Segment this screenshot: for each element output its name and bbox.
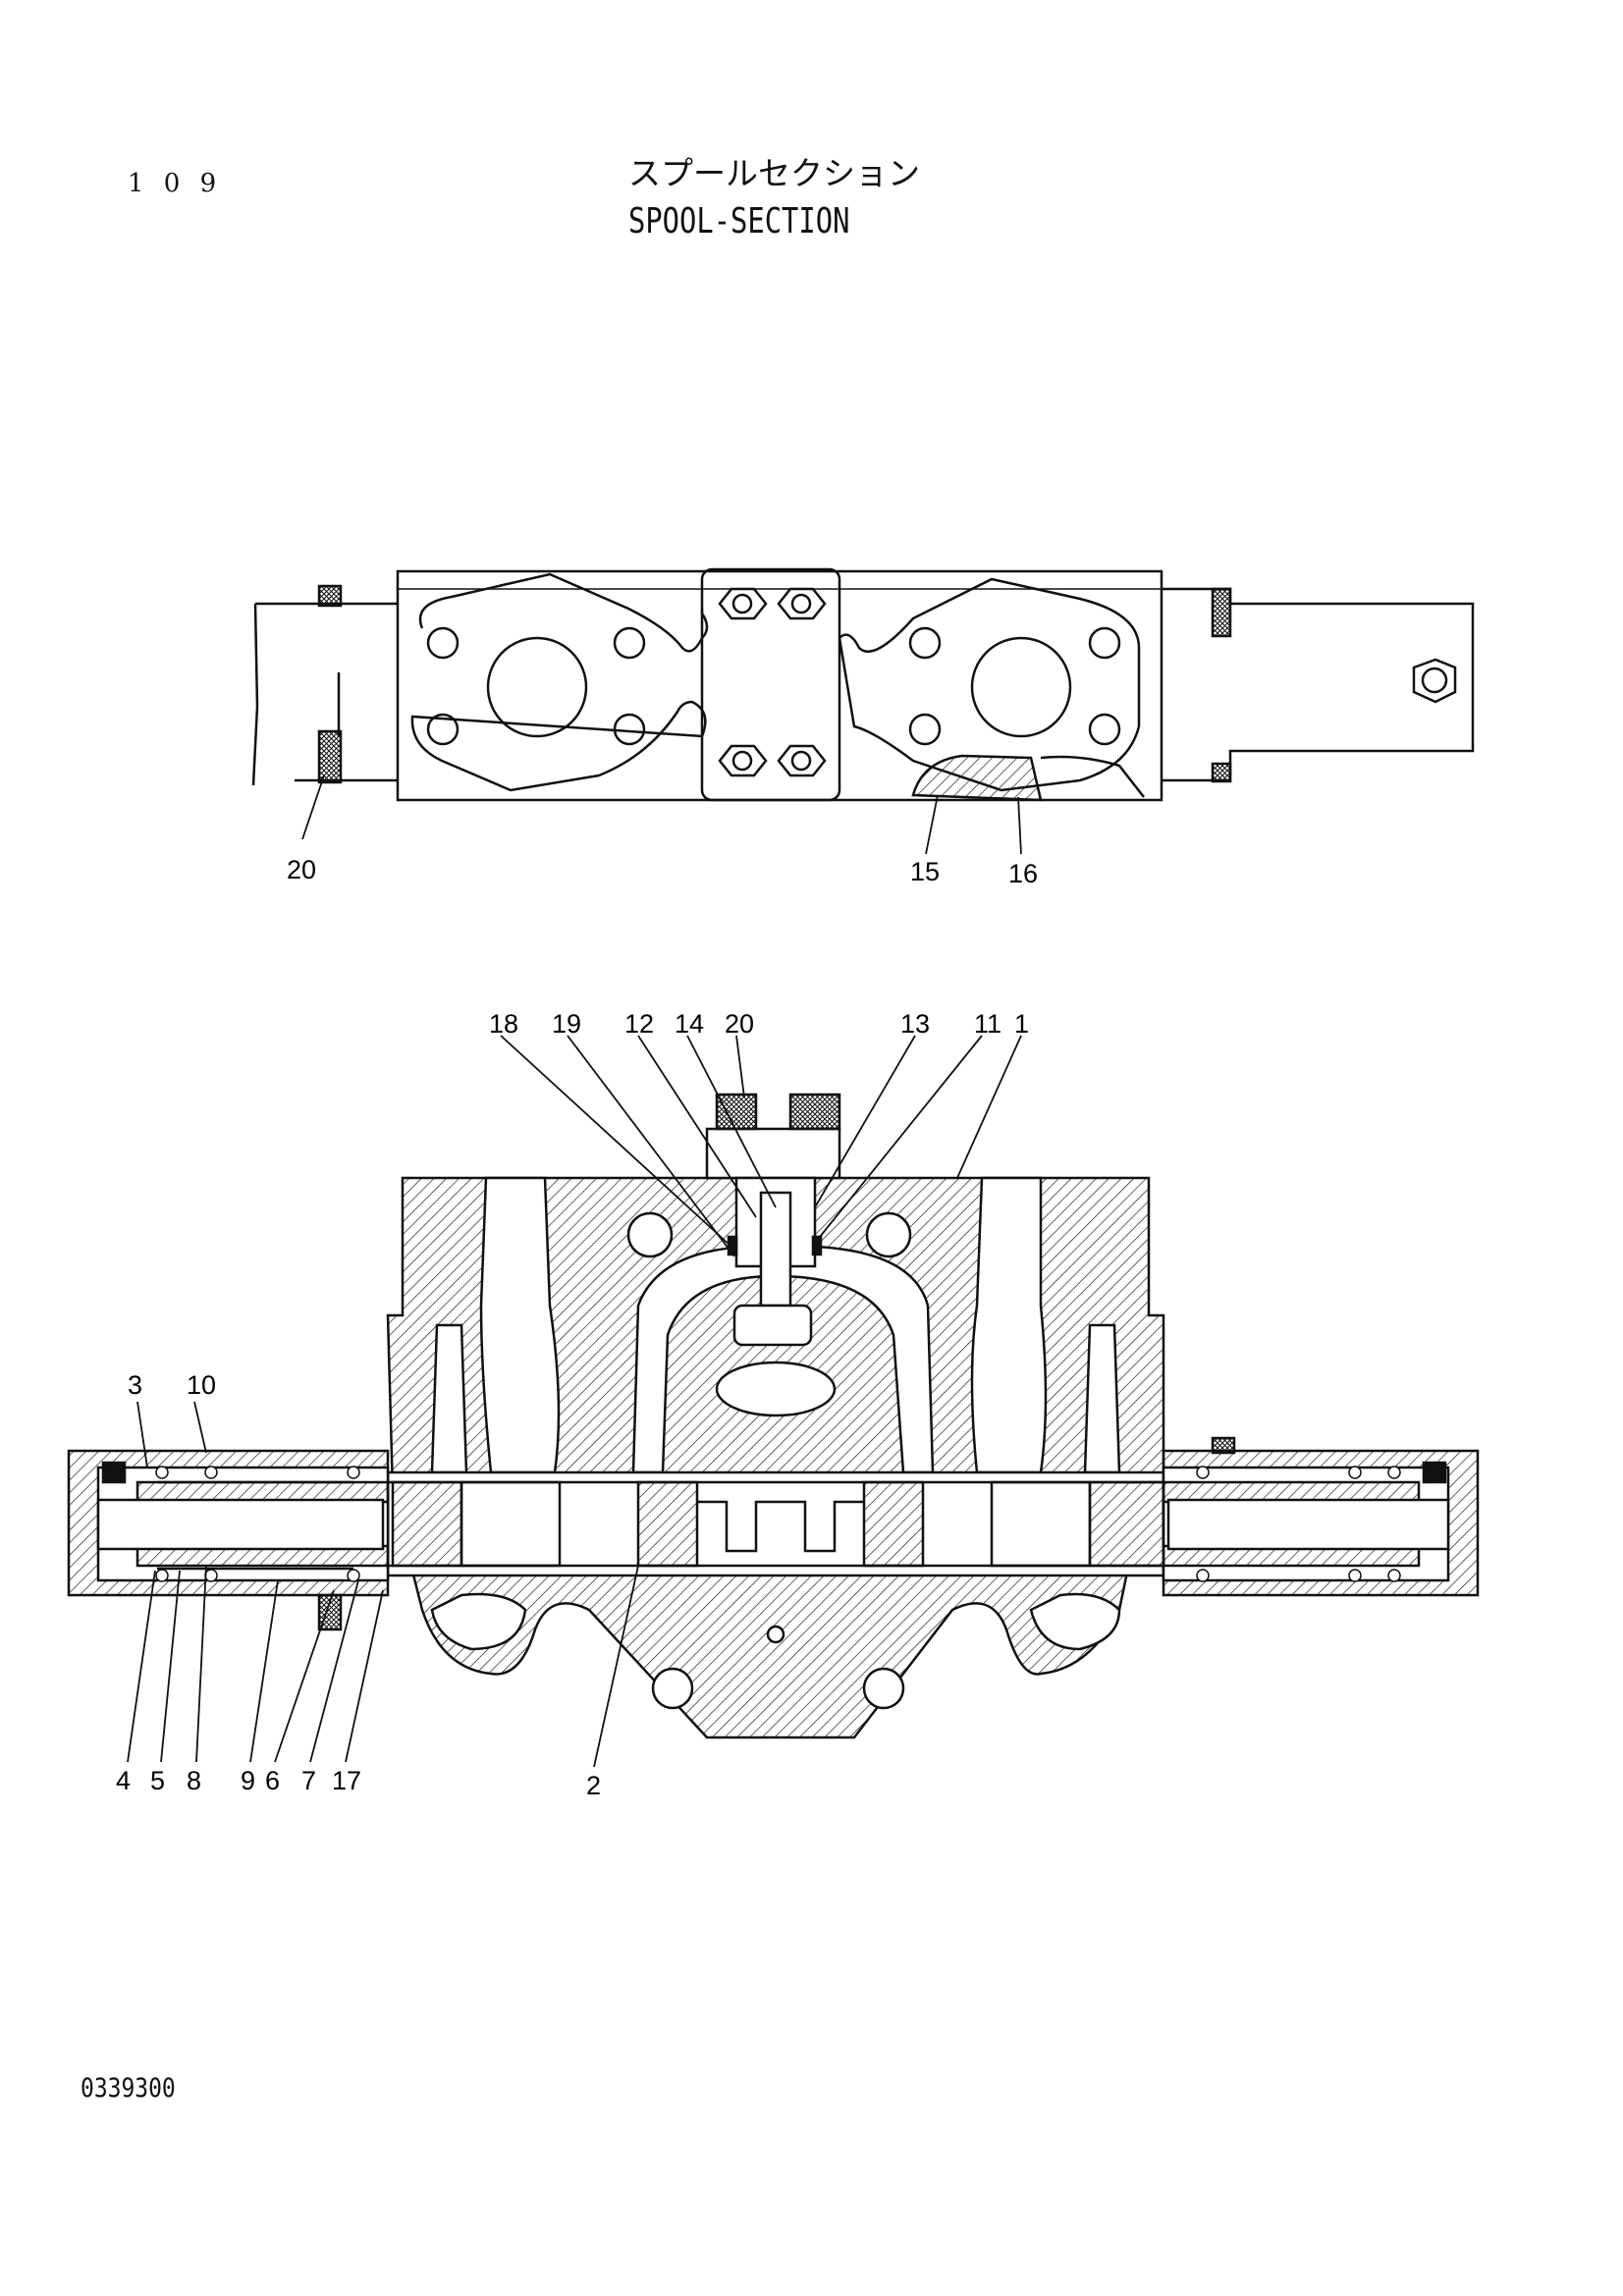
left-bolt-4 — [613, 713, 646, 746]
left-passage — [479, 1176, 561, 1474]
plug-right — [788, 1093, 841, 1131]
right-seal-bottom — [1211, 762, 1232, 783]
left-bolt-1 — [426, 626, 460, 660]
right-end-hex — [1412, 658, 1457, 704]
right-seal-top — [1211, 587, 1232, 638]
right-bolt-4 — [1088, 713, 1121, 746]
callout-20: 20 — [725, 1009, 754, 1039]
callout-7: 7 — [301, 1766, 316, 1795]
top-callout-16: 16 — [1008, 859, 1038, 888]
right-port — [970, 636, 1072, 738]
section-body — [386, 1176, 1165, 1739]
left-flange — [410, 572, 709, 792]
title-japanese: スプールセクション — [628, 154, 920, 192]
callout-8: 8 — [187, 1766, 201, 1795]
plug-left — [715, 1093, 758, 1131]
left-bolt-3 — [426, 713, 460, 746]
body-hole-5 — [766, 1625, 785, 1644]
title-english: SPOOL-SECTION — [628, 201, 850, 241]
center-pocket — [715, 1361, 837, 1417]
spool — [386, 1480, 1165, 1568]
callout-14: 14 — [675, 1009, 704, 1039]
top-callout-20: 20 — [287, 855, 316, 884]
right-lower-cavity — [1029, 1592, 1121, 1651]
callout-18: 18 — [489, 1009, 518, 1039]
cutaway-section — [911, 754, 1043, 802]
body-hole-1 — [626, 1211, 674, 1258]
callout-2: 2 — [586, 1771, 601, 1800]
left-spring-cap — [67, 1449, 463, 1631]
right-bolt-3 — [908, 713, 942, 746]
left-lower-cavity — [430, 1592, 527, 1651]
callout-9: 9 — [241, 1766, 255, 1795]
left-port — [486, 636, 588, 738]
spool-bore — [386, 1470, 1165, 1577]
section-view — [67, 1093, 1480, 1739]
callout-17: 17 — [332, 1766, 361, 1795]
left-channel — [430, 1323, 468, 1474]
left-seal-top — [317, 584, 343, 608]
right-bolt-2 — [1088, 626, 1121, 660]
right-flange — [838, 577, 1141, 792]
page-number: 1 0 9 — [128, 169, 223, 198]
callout-3: 3 — [128, 1370, 142, 1400]
callout-13: 13 — [900, 1009, 930, 1039]
callout-4: 4 — [116, 1766, 131, 1795]
drawing-number: 0339300 — [81, 2073, 176, 2104]
left-bolt-2 — [613, 626, 646, 660]
section-leaders — [127, 1035, 1022, 1768]
callout-5: 5 — [150, 1766, 165, 1795]
body-hole-4 — [862, 1667, 905, 1710]
callout-11: 11 — [974, 1009, 1001, 1039]
right-bolt-1 — [908, 626, 942, 660]
center-cover — [700, 567, 841, 802]
right-channel — [1083, 1323, 1121, 1474]
callout-6: 6 — [265, 1766, 280, 1795]
right-passage — [970, 1176, 1048, 1474]
callout-19: 19 — [552, 1009, 581, 1039]
callout-12: 12 — [624, 1009, 654, 1039]
callout-1: 1 — [1014, 1009, 1029, 1039]
body-hole-2 — [865, 1211, 912, 1258]
right-spring-cap — [1088, 1436, 1480, 1597]
left-seal-bottom — [317, 729, 343, 784]
callout-10: 10 — [187, 1370, 216, 1400]
body-hole-3 — [651, 1667, 694, 1710]
right-shaft — [1162, 587, 1475, 782]
top-callout-15: 15 — [910, 857, 940, 886]
top-view — [251, 567, 1475, 855]
center-cover-bolts — [718, 587, 827, 777]
top-relief-valve — [705, 1093, 841, 1347]
